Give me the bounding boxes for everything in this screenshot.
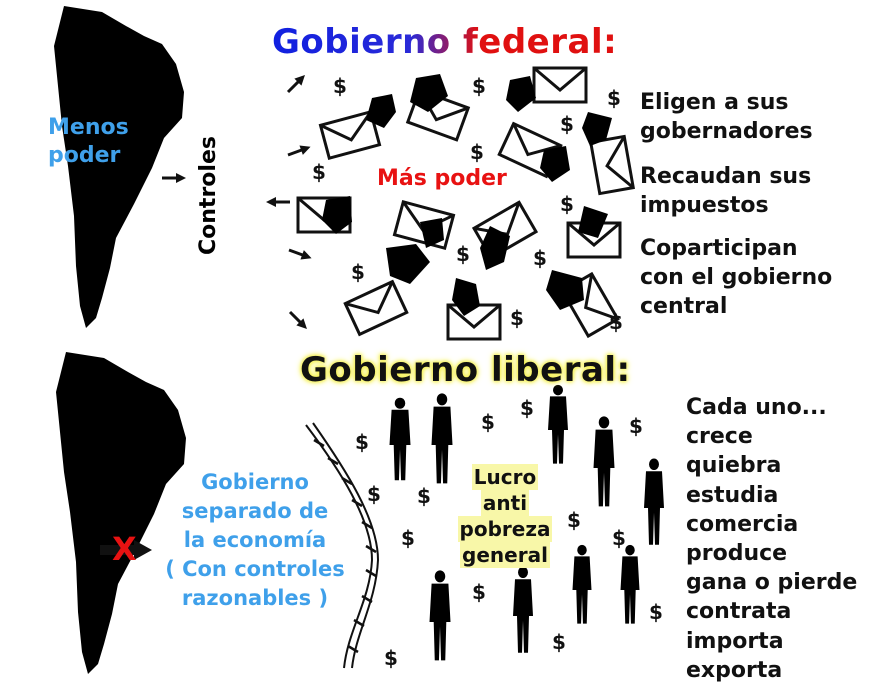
separated-line: razonables )	[181, 586, 329, 610]
arrow-right-top	[160, 171, 188, 185]
separated-line: Gobierno	[201, 470, 309, 494]
less-power-line: Menos	[48, 115, 129, 140]
profit-line: anti	[480, 490, 530, 516]
profit-label: Lucro anti pobreza general	[446, 464, 564, 568]
dollar-icon: $	[367, 482, 381, 506]
blocked-arrow-bottom	[100, 540, 152, 560]
dollar-icon: $	[567, 508, 581, 532]
dollar-icon: $	[649, 600, 663, 624]
action-item: importa	[686, 628, 784, 654]
dollar-icon: $	[533, 246, 547, 270]
dollar-icon: $	[401, 526, 415, 550]
profit-line: general	[460, 542, 550, 568]
dollar-icon: $	[456, 242, 470, 266]
action-item: estudia	[686, 482, 779, 508]
dollar-icon: $	[333, 74, 347, 98]
action-item: produce	[686, 541, 788, 567]
dollar-icon: $	[351, 260, 365, 284]
dollar-icon: $	[609, 310, 623, 334]
federal-point-line: central	[640, 294, 728, 319]
federal-point-line: Recaudan sus	[640, 164, 812, 189]
control-arrow	[285, 243, 315, 265]
federal-points-list: Eligen a sus gobernadores Recaudan sus i…	[640, 88, 832, 321]
dollar-icon: $	[472, 74, 486, 98]
dollar-icon: $	[612, 526, 626, 550]
dollar-icon: $	[417, 484, 431, 508]
barbed-wire	[305, 422, 380, 669]
dollar-icon: $	[607, 86, 621, 110]
dollar-icon: $	[520, 396, 534, 420]
federal-title: Gobierno federal:	[272, 22, 618, 62]
federal-point-line: Eligen a sus	[640, 90, 789, 115]
federal-point-line: impuestos	[640, 193, 769, 218]
dollar-icon: $	[384, 646, 398, 670]
dollar-icon: $	[472, 580, 486, 604]
separated-line: separado de	[181, 499, 329, 523]
envelope-icon	[446, 303, 502, 341]
control-arrow	[284, 306, 313, 335]
action-item: crece	[686, 424, 753, 450]
envelope-icon	[343, 280, 409, 336]
province-silhouettes	[322, 74, 612, 316]
action-item: contrata	[686, 599, 792, 625]
dollar-icon: $	[470, 140, 484, 164]
action-item: exporta	[686, 657, 783, 683]
less-power-line: poder	[48, 143, 121, 168]
less-power-label: Menos poder	[48, 114, 129, 170]
profit-line: Lucro	[471, 464, 539, 490]
liberal-actions-list: Cada uno... crece quiebra estudia comerc…	[686, 393, 857, 685]
dollar-icon: $	[510, 306, 524, 330]
dollar-icon: $	[355, 430, 369, 454]
dollar-icon: $	[560, 112, 574, 136]
profit-line: pobreza	[457, 516, 553, 542]
dollar-icon: $	[629, 414, 643, 438]
federal-point-line: gobernadores	[640, 119, 813, 144]
federal-point-line: Coparticipan	[640, 236, 798, 261]
envelope-icon	[589, 134, 635, 196]
action-item: quiebra	[686, 453, 782, 479]
separated-government-label: Gobierno separado de la economía ( Con c…	[160, 468, 350, 613]
action-item: Cada uno...	[686, 395, 827, 420]
envelope-icon	[532, 66, 588, 104]
federal-point-line: con el gobierno	[640, 265, 833, 290]
control-arrow	[282, 69, 311, 98]
dollar-icon: $	[481, 410, 495, 434]
action-item: gana o pierde	[686, 570, 858, 596]
more-power-label: Más poder	[377, 166, 507, 191]
controls-label: Controles	[196, 136, 221, 255]
action-item: comercia	[686, 511, 799, 537]
dollar-icon: $	[552, 630, 566, 654]
dollar-icon: $	[312, 160, 326, 184]
control-arrow	[284, 140, 314, 162]
control-arrow	[264, 195, 292, 209]
separated-line: ( Con controles	[165, 557, 345, 581]
dollar-icon: $	[560, 192, 574, 216]
separated-line: la economía	[183, 528, 327, 552]
liberal-title: Gobierno liberal:	[300, 350, 631, 390]
x-mark-icon: X	[112, 530, 137, 568]
